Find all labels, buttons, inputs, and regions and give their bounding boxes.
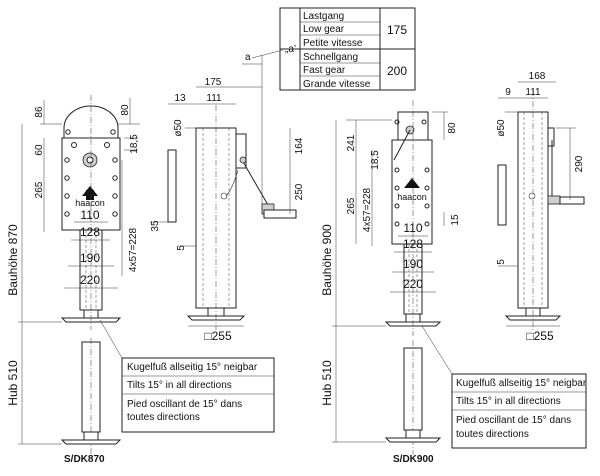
sdk900-dim-265: 265 [346, 197, 357, 214]
sdk870-dim-175: 175 [205, 77, 222, 88]
sdk900-hub: Hub 510 [320, 360, 334, 406]
sdk870-dim-5: 5 [176, 245, 187, 251]
sdk900-model-label: S/DK900 [393, 454, 434, 465]
sdk870-dim-phi50: ø50 [173, 119, 184, 137]
sdk900-dim-255: □255 [526, 329, 554, 343]
sdk900-dim-190: 190 [403, 257, 423, 271]
foot-left-en: Tilts 15° in all directions [127, 380, 232, 391]
speed-ref-leader [251, 49, 284, 59]
foot-leader-right [421, 325, 453, 375]
speed-fast-value: 200 [387, 64, 407, 78]
foot-right-fr-2: toutes directions [456, 429, 529, 440]
sdk900-dim-18-5: 18,5 [370, 150, 381, 170]
sdk900-dim-4x57: 4x57=228 [362, 187, 373, 232]
sdk900-dim-5: 5 [496, 259, 507, 265]
sdk870-dim-190: 190 [80, 251, 100, 265]
sdk900-dim-9: 9 [505, 87, 511, 98]
foot-table-right: Kugelfuß allseitig 15° neigbar Tilts 15°… [451, 373, 587, 449]
sdk870-front-view: haacon 86 80 60 18,5 265 4x57=228 110 [6, 95, 140, 330]
sdk900-side-view: 168 9 111 ø50 290 5 □255 [496, 71, 585, 343]
foot-left-fr-2: toutes directions [127, 412, 200, 423]
brand-logo-900: haacon [397, 192, 427, 202]
sdk870-dim-60: 60 [34, 144, 45, 156]
sdk870-dim-35: 35 [150, 220, 161, 232]
sdk900-dim-220: 220 [403, 277, 423, 291]
sdk900-dim-phi50: ø50 [496, 119, 507, 137]
sdk870-model-label: S/DK870 [64, 454, 105, 465]
foot-right-de: Kugelfuß allseitig 15° neigbar [456, 378, 587, 389]
speed-slow-en: Low gear [303, 24, 345, 35]
sdk870-dim-128: 128 [80, 225, 100, 239]
sdk900-dim-168: 168 [529, 71, 546, 82]
sdk900-dim-110: 110 [403, 221, 422, 235]
speed-table: Lastgang Low gear Petite vitesse 175 Sch… [251, 7, 416, 91]
speed-fast-fr: Grande vitesse [303, 79, 371, 90]
sdk900-extended-view: Hub 510 S/DK900 [320, 326, 442, 465]
sdk870-dim-86: 86 [34, 106, 45, 118]
foot-left-de: Kugelfuß allseitig 15° neigbar [127, 362, 258, 373]
sdk870-extended-view: Hub 510 S/DK870 [6, 322, 122, 465]
sdk870-dim-220: 220 [80, 273, 100, 287]
sdk900-dim-15: 15 [450, 214, 461, 226]
foot-right-en: Tilts 15° in all directions [456, 396, 561, 407]
sdk870-dim-111: 111 [206, 93, 222, 104]
sdk870-dim-18-5: 18,5 [129, 134, 140, 154]
sdk870-dim-250: 250 [294, 183, 305, 200]
sdk870-dim-4x57: 4x57=228 [128, 227, 139, 272]
sdk870-dim-164: 164 [294, 137, 305, 154]
speed-ref-label: „a’ [285, 44, 296, 55]
sdk870-dim-a: a [245, 52, 251, 63]
sdk900-front-view: haacon 80 241 18,5 265 4x57=228 15 110 1… [320, 100, 461, 336]
sdk870-side-view: 175 a 13 111 ø50 164 250 35 5 □255 [150, 52, 305, 343]
foot-leader-left [99, 319, 123, 359]
sdk900-dim-128: 128 [403, 237, 423, 251]
foot-right-fr-1: Pied oscillant de 15° dans [456, 415, 571, 426]
brand-logo-870: haacon [75, 198, 105, 208]
sdk870-bauhoehe: Bauhöhe 870 [6, 224, 20, 296]
sdk870-dim-110: 110 [80, 208, 99, 222]
speed-slow-value: 175 [387, 23, 407, 37]
sdk900-dim-290: 290 [574, 155, 585, 172]
speed-slow-fr: Petite vitesse [303, 38, 363, 49]
sdk870-hub: Hub 510 [6, 360, 20, 406]
sdk870-dim-265: 265 [34, 181, 45, 198]
sdk900-dim-80: 80 [447, 122, 458, 134]
foot-table-left: Kugelfuß allseitig 15° neigbar Tilts 15°… [121, 357, 275, 433]
sdk870-dim-80: 80 [120, 104, 131, 116]
speed-fast-de: Schnellgang [303, 52, 358, 63]
sdk900-dim-111: 111 [525, 87, 541, 98]
sdk900-dim-241: 241 [346, 134, 357, 151]
speed-fast-en: Fast gear [303, 65, 346, 76]
sdk870-dim-13: 13 [174, 93, 186, 104]
foot-left-fr-1: Pied oscillant de 15° dans [127, 399, 242, 410]
speed-slow-de: Lastgang [303, 11, 344, 22]
sdk870-dim-255: □255 [204, 329, 232, 343]
sdk900-bauhoehe: Bauhöhe 900 [320, 224, 334, 296]
